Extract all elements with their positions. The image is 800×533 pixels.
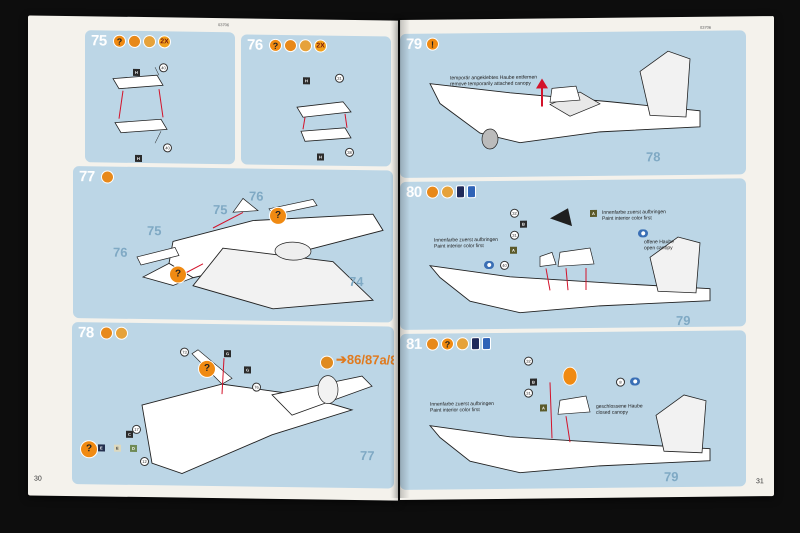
part-reference: 79 (664, 469, 679, 485)
step-80-panel: 80 32 B 31 A Innenfarbe zuerst auf (400, 178, 746, 330)
note-english: Paint interior color first (602, 215, 652, 222)
step-75-drawing (112, 67, 168, 144)
step-81-panel: 81 ? 32 B 31 8 ⬤ Innenfarbe zuerst auf (400, 330, 746, 490)
part-number: 32 (510, 208, 519, 218)
note-english: Paint interior color first (434, 243, 484, 250)
jump-steps: 86/87a/88 (346, 351, 394, 368)
step-77-panel: 77 75 76 75 76 74 ? ? (73, 166, 393, 323)
color-tag: E (114, 444, 121, 452)
part-number: 8 (616, 377, 625, 387)
color-tag: G (224, 350, 232, 358)
question-icon: ? (80, 440, 98, 459)
part-number: 31 (524, 388, 533, 398)
part-number: 73 (180, 347, 189, 357)
part-number: 12 (140, 456, 149, 467)
step-78-panel: 78 77 ➔86/87a/88 73 G G 76 ? ? C E E (72, 322, 394, 489)
note-english: closed canopy (596, 409, 628, 416)
part-number: 40 (159, 63, 168, 73)
part-reference: 77 (360, 448, 375, 464)
note-english: Paint interior color first (430, 407, 480, 414)
part-reference: 76 (113, 244, 128, 260)
color-tag: H (303, 77, 310, 85)
catalog-number: 03706 (218, 22, 230, 28)
question-icon: ? (169, 265, 187, 284)
step-79-drawing (429, 50, 701, 150)
color-tag: E (98, 444, 105, 452)
color-tag: A (590, 209, 597, 217)
part-reference: 74 (349, 273, 364, 290)
reference-step-icon (320, 355, 334, 370)
part-reference: 75 (213, 202, 228, 218)
question-icon: ? (269, 206, 287, 226)
part-number: 17 (132, 424, 141, 434)
part-number: 76 (252, 382, 261, 392)
step-78-drawing (141, 349, 373, 475)
part-reference: 79 (676, 312, 691, 329)
part-number: 40 (163, 143, 172, 153)
color-tag: A (510, 246, 517, 254)
part-number: 31 (510, 230, 519, 240)
color-tag: B (520, 220, 527, 228)
part-reference: 78 (646, 149, 661, 165)
step-80-drawing (428, 208, 711, 314)
color-tag: G (244, 366, 252, 374)
step-76-panel: 76 ? 2X H 31 H 38 (241, 34, 391, 167)
page-number: 30 (34, 475, 42, 483)
instruction-booklet: 03706 75 ? 2X H 40 H 40 (28, 15, 774, 501)
part-number: 32 (524, 356, 533, 366)
right-page: 03706 79 ! temporär angeklebtes Haube en… (400, 16, 774, 500)
question-icon: ? (198, 359, 216, 379)
color-tag: H (135, 154, 142, 163)
step-75-panel: 75 ? 2X H 40 H 40 (85, 30, 235, 165)
color-tag: A (540, 404, 547, 412)
step-81-drawing (428, 366, 711, 474)
part-number: 40 (500, 260, 509, 270)
color-tag: B (530, 378, 537, 386)
left-page: 03706 75 ? 2X H 40 H 40 (28, 15, 398, 501)
continue-step-reference: ➔86/87a/88 (336, 352, 394, 369)
color-tag: D (130, 444, 137, 452)
page-number: 31 (756, 478, 764, 486)
color-tag: H (133, 68, 140, 76)
note-english: remove temporarily attached canopy (450, 80, 531, 88)
part-number: 38 (345, 147, 354, 157)
part-number: 31 (335, 73, 344, 83)
step-76-drawing (296, 101, 352, 142)
catalog-number: 03706 (700, 24, 712, 30)
part-reference: 75 (147, 223, 162, 239)
part-reference: 76 (249, 188, 264, 204)
step-79-panel: 79 ! temporär angeklebtes Haube entferne… (400, 30, 746, 178)
step-77-drawing (136, 197, 384, 310)
note-english: open canopy (644, 245, 673, 252)
color-tag: H (317, 153, 324, 161)
